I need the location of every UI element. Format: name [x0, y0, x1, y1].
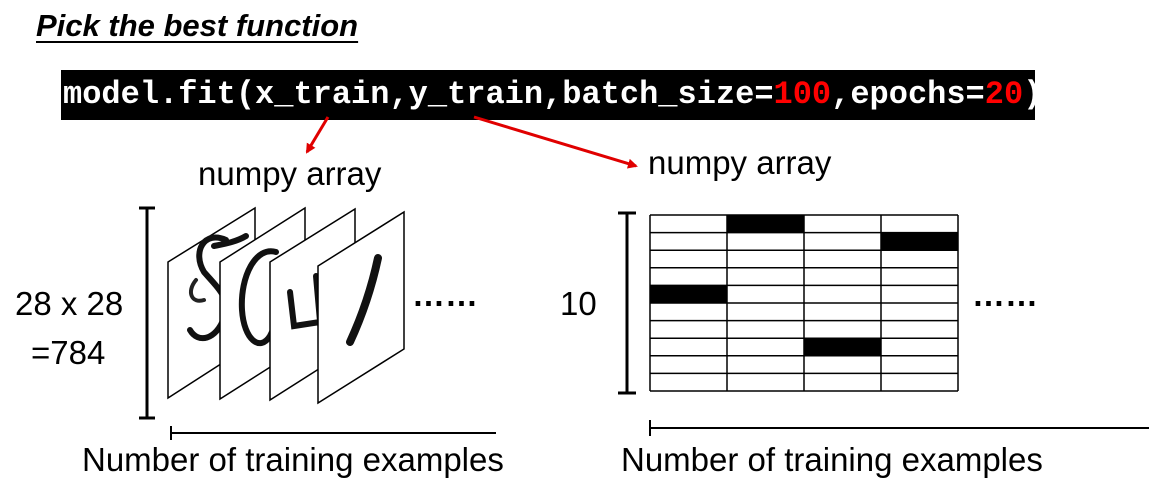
input-dimension-line1: 28 x 28	[15, 285, 124, 322]
output-dimension-label: 10	[560, 285, 597, 322]
right-continuation-ellipsis: ……	[972, 276, 1038, 313]
right-height-bracket	[618, 211, 636, 395]
code-epochs: 20	[984, 76, 1024, 113]
code-snippet: model.fit(x_train,y_train,batch_size=100…	[61, 70, 1042, 120]
code-middle: ,epochs=	[831, 76, 985, 113]
left-height-bracket	[139, 206, 155, 420]
right-examples-label: Number of training examples	[621, 441, 1043, 478]
one-hot-cell	[650, 285, 727, 303]
code-batch-size: 100	[773, 76, 832, 113]
input-dimension-line2: =784	[31, 334, 106, 371]
one-hot-cell	[881, 232, 958, 251]
code-prefix: model.fit(x_train,y_train,batch_size=	[63, 76, 774, 113]
left-examples-label: Number of training examples	[82, 441, 504, 478]
one-hot-cell	[727, 215, 804, 233]
code-suffix: )	[1023, 76, 1043, 113]
one-hot-cell	[804, 338, 881, 356]
digit-image-stack	[167, 206, 405, 405]
x-train-type-label: numpy array	[198, 155, 382, 192]
one-hot-label-grid	[649, 214, 959, 392]
arrow-x-train	[305, 116, 330, 154]
left-continuation-ellipsis: ……	[412, 276, 478, 313]
left-examples-axis	[170, 426, 496, 440]
right-examples-axis	[649, 420, 1149, 436]
y-train-type-label: numpy array	[648, 144, 832, 181]
page-title: Pick the best function	[36, 8, 359, 43]
arrow-y-train	[473, 115, 638, 169]
